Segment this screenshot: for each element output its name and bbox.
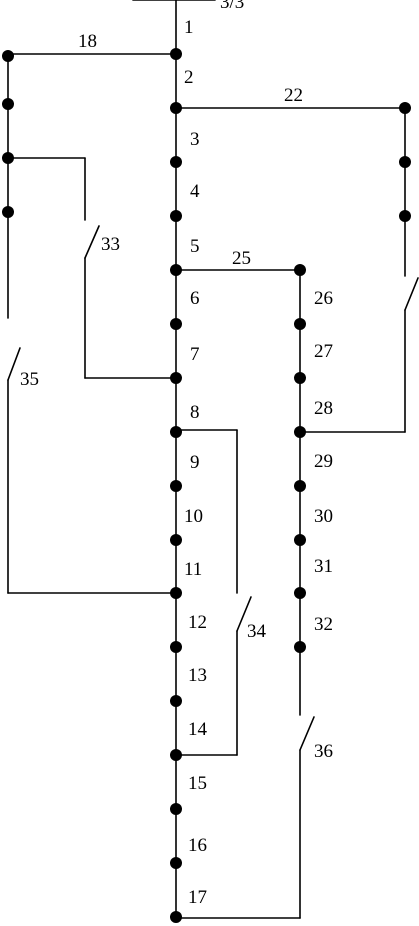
- switch-34: [236, 596, 252, 632]
- node-right-b: [399, 156, 411, 168]
- node-15: [170, 803, 182, 815]
- node-8: [170, 426, 182, 438]
- label-27: 27: [314, 341, 333, 362]
- node-29: [294, 426, 306, 438]
- label-switch-36: 36: [314, 741, 333, 762]
- label-25: 25: [232, 248, 251, 269]
- node-5: [170, 264, 182, 276]
- label-2: 2: [184, 67, 194, 88]
- label-4: 4: [190, 181, 200, 202]
- label-30: 30: [314, 506, 333, 527]
- node-12: [170, 641, 182, 653]
- node-13: [170, 695, 182, 707]
- label-29: 29: [314, 451, 333, 472]
- label-18: 18: [78, 31, 97, 52]
- node-33: [294, 641, 306, 653]
- label-26: 26: [314, 288, 333, 309]
- label-15: 15: [188, 773, 207, 794]
- node-4: [170, 210, 182, 222]
- node-1: [170, 48, 182, 60]
- switch-33: [84, 225, 100, 259]
- label-1: 1: [184, 17, 194, 38]
- label-6: 6: [190, 288, 200, 309]
- node-30: [294, 480, 306, 492]
- node-right-c: [399, 210, 411, 222]
- label-11: 11: [184, 559, 202, 580]
- label-28: 28: [314, 398, 333, 419]
- label-14: 14: [188, 719, 208, 740]
- node-31: [294, 534, 306, 546]
- source-label: 3/3: [220, 0, 244, 13]
- label-22: 22: [284, 85, 303, 106]
- label-switch-34: 34: [247, 621, 267, 642]
- node-right-a: [399, 102, 411, 114]
- label-3: 3: [190, 129, 200, 150]
- label-8: 8: [190, 402, 200, 423]
- node-left-b: [2, 98, 14, 110]
- label-9: 9: [190, 452, 200, 473]
- node-14: [170, 749, 182, 761]
- label-13: 13: [188, 665, 207, 686]
- node-11: [170, 587, 182, 599]
- node-left-a: [2, 50, 14, 62]
- label-10: 10: [184, 506, 203, 527]
- label-switch-35: 35: [20, 369, 39, 390]
- label-12: 12: [188, 612, 207, 633]
- label-switch-33: 33: [101, 234, 120, 255]
- node-28: [294, 372, 306, 384]
- label-5: 5: [190, 236, 200, 257]
- node-26: [294, 264, 306, 276]
- switch-36: [299, 716, 315, 751]
- label-31: 31: [314, 556, 333, 577]
- label-7: 7: [190, 344, 200, 365]
- node-16: [170, 857, 182, 869]
- node-6: [170, 318, 182, 330]
- node-3: [170, 156, 182, 168]
- node-17: [170, 911, 182, 923]
- node-9: [170, 480, 182, 492]
- node-left-c: [2, 152, 14, 164]
- node-2: [170, 102, 182, 114]
- node-7: [170, 372, 182, 384]
- node-32: [294, 587, 306, 599]
- switch-37: [404, 277, 419, 311]
- label-32: 32: [314, 614, 333, 635]
- label-17: 17: [188, 887, 207, 908]
- node-left-d: [2, 206, 14, 218]
- node-10: [170, 534, 182, 546]
- label-16: 16: [188, 835, 207, 856]
- switch-35: [7, 347, 21, 381]
- node-27: [294, 318, 306, 330]
